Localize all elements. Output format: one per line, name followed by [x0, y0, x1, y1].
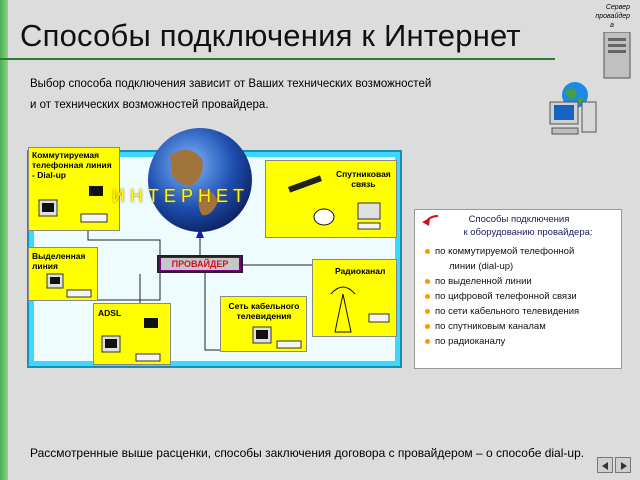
method-text: по выделенной линии	[435, 276, 532, 287]
leased-equipment-icon	[46, 273, 92, 298]
title-divider	[0, 58, 555, 60]
list-item: по цифровой телефонной связи	[425, 289, 579, 304]
radio-label: Радиоканал	[335, 266, 386, 276]
left-accent-rail	[0, 0, 8, 480]
intro-line-2: и от технических возможностей провайдера…	[30, 99, 269, 111]
radio-box: Радиоканал	[312, 259, 397, 337]
satellite-box: Спутниковая связь	[265, 160, 397, 238]
method-text: по спутниковым каналам	[435, 321, 546, 332]
satellite-label-line-2: связь	[351, 179, 376, 189]
internet-label: ИНТЕРНЕТ	[112, 186, 249, 206]
methods-list: по коммутируемой телефонной линии (dial-…	[425, 244, 579, 349]
dialup-equipment-icon	[38, 186, 108, 223]
cable-label-line-1: Сеть кабельного	[228, 301, 300, 311]
dialup-label-line-1: Коммутируемая	[32, 150, 100, 160]
method-text: по коммутируемой телефонной	[435, 246, 575, 257]
provider-badge: ПРОВАЙДЕР	[157, 255, 243, 273]
list-item: по радиоканалу	[425, 334, 579, 349]
list-item: по выделенной линии	[425, 274, 579, 289]
bullet-icon	[425, 279, 430, 284]
radio-equipment-icon	[330, 286, 390, 333]
method-text: по радиоканалу	[435, 336, 506, 347]
list-item: по спутниковым каналам	[425, 319, 579, 334]
bullet-icon	[425, 324, 430, 329]
satellite-equipment-icon	[287, 175, 381, 230]
dialup-label-line-3: - Dial-up	[32, 170, 66, 180]
method-text: по сети кабельного телевидения	[435, 306, 580, 317]
adsl-equipment-icon	[101, 318, 161, 362]
footer-text: Рассмотренные выше расценки, способы зак…	[30, 446, 585, 460]
dialup-box: Коммутируемая телефонная линия - Dial-up	[28, 147, 120, 231]
list-item: по сети кабельного телевидения	[425, 304, 579, 319]
bullet-icon	[425, 339, 430, 344]
server-label-line-3: а	[610, 22, 614, 29]
method-text: линии (dial-up)	[449, 261, 514, 272]
leased-label-line-2: линия	[32, 261, 58, 271]
leased-label-line-1: Выделенная	[32, 251, 86, 261]
adsl-box: ADSL	[93, 303, 171, 365]
server-label: Сервер провайдер а	[574, 3, 630, 30]
bullet-icon	[425, 249, 430, 254]
internet-globe-icon	[140, 125, 260, 240]
method-text: по цифровой телефонной связи	[435, 291, 577, 302]
satellite-label-line-1: Спутниковая	[336, 169, 391, 179]
list-item: линии (dial-up)	[425, 259, 579, 274]
bullet-icon	[425, 309, 430, 314]
intro-line-1: Выбор способа подключения зависит от Ваш…	[30, 78, 432, 90]
back-arrow-icon[interactable]	[420, 212, 440, 235]
cable-label-line-2: телевидения	[236, 311, 292, 321]
cable-tv-box: Сеть кабельного телевидения	[220, 296, 307, 352]
dialup-label-line-2: телефонная линия	[32, 160, 112, 170]
list-item: по коммутируемой телефонной	[425, 244, 579, 259]
bullet-icon	[425, 294, 430, 299]
methods-heading-line-1: Способы подключения	[468, 214, 570, 225]
computer-icon	[548, 100, 608, 145]
server-label-line-1: Сервер	[605, 4, 630, 11]
server-label-line-2: провайдер	[595, 13, 630, 20]
provider-label: ПРОВАЙДЕР	[161, 258, 239, 270]
methods-heading-line-2: к оборудованию провайдера:	[463, 227, 593, 238]
next-slide-icon[interactable]	[615, 457, 631, 473]
leased-line-box: Выделенная линия	[28, 247, 98, 301]
adsl-label: ADSL	[98, 308, 122, 318]
slide-title: Способы подключения к Интернет	[20, 18, 521, 53]
prev-slide-icon[interactable]	[597, 457, 613, 473]
cable-equipment-icon	[252, 326, 302, 349]
methods-panel: Способы подключения к оборудованию прова…	[414, 209, 622, 369]
